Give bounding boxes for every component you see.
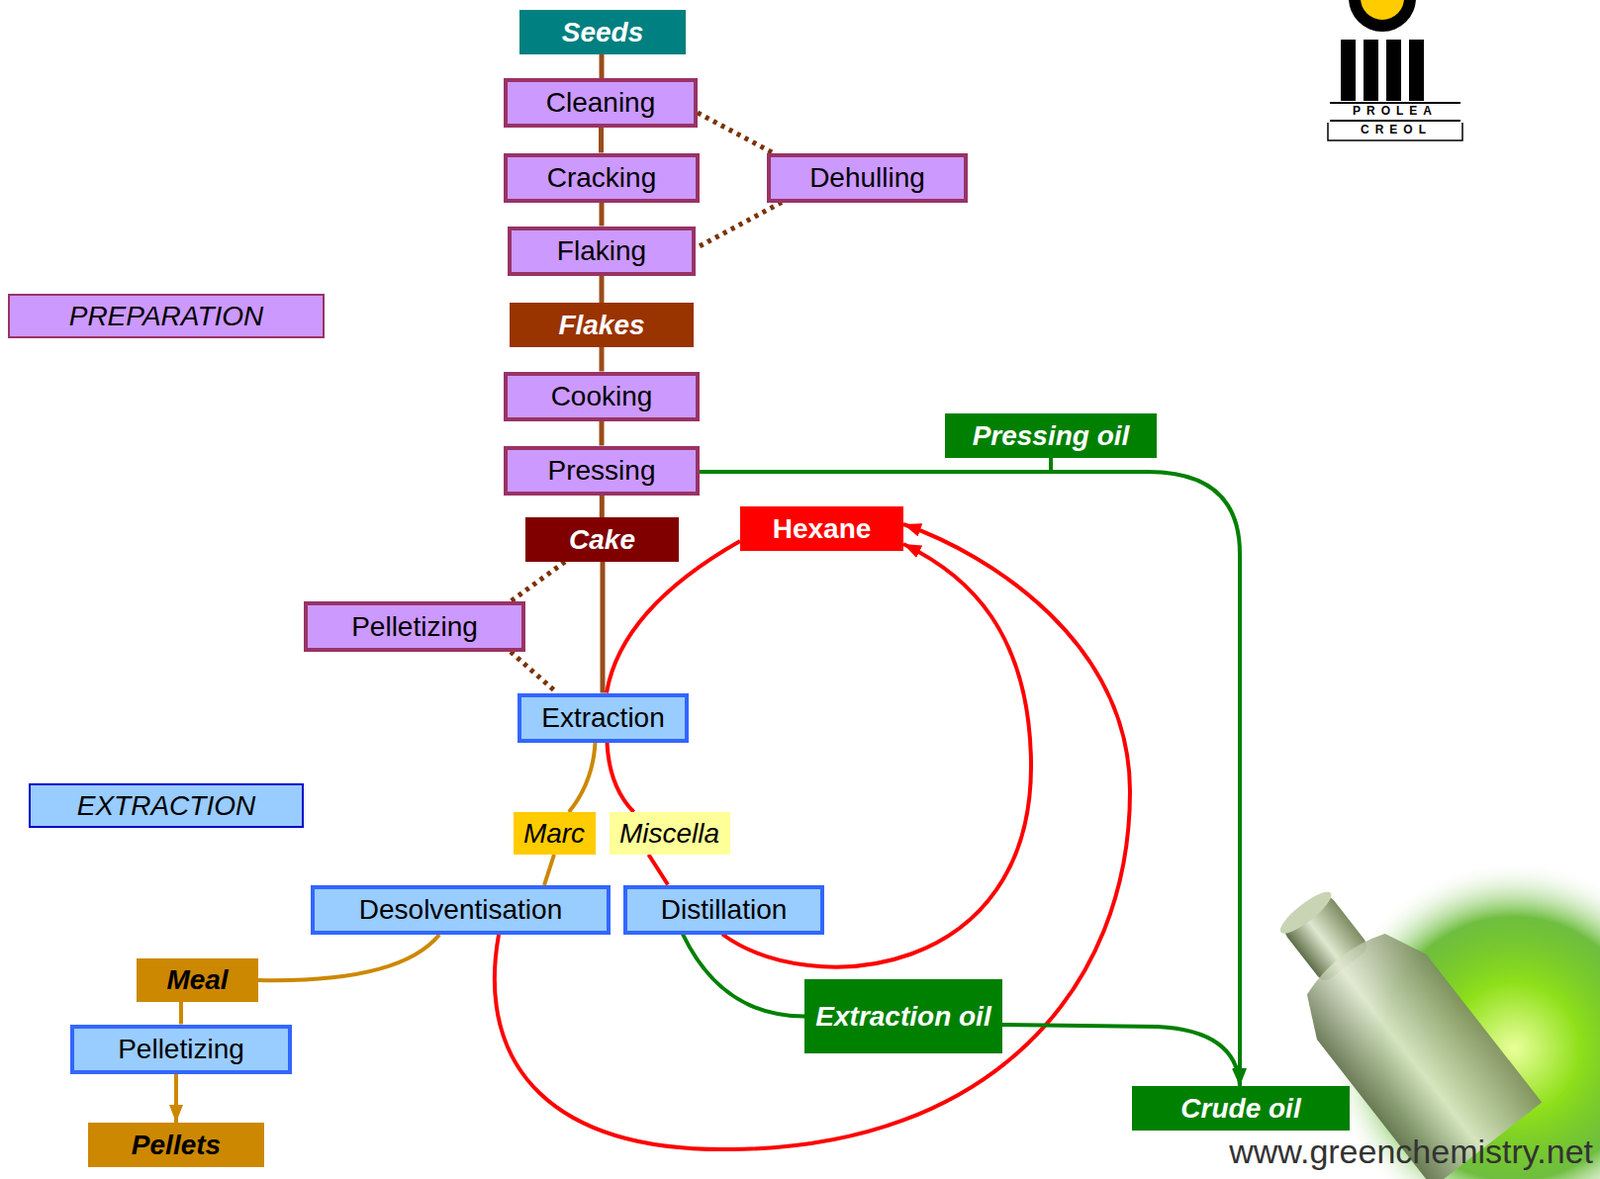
node-text: Pelletizing — [351, 610, 478, 645]
oil-bottle — [1245, 863, 1542, 1179]
flow-connector — [606, 541, 741, 694]
flow-connector — [607, 743, 635, 814]
flow-connector — [598, 127, 604, 154]
process-box: Dehulling — [766, 153, 968, 203]
node-text: Crude oil — [1180, 1092, 1301, 1127]
process-box: Cracking — [503, 153, 700, 203]
flow-connector — [568, 743, 596, 814]
flow-connector — [599, 202, 605, 227]
node-text: Distillation — [660, 893, 788, 928]
flow-connector — [494, 524, 1130, 1150]
logo — [1327, 0, 1463, 141]
process-box: Desolventisation — [310, 885, 611, 936]
flow-connector — [599, 54, 605, 79]
flow-connector — [699, 458, 1051, 472]
flow-connector — [599, 347, 605, 373]
logo-bar — [1409, 39, 1424, 101]
legend-swatch: PREPARATION — [7, 293, 325, 339]
flow-connector — [179, 1002, 184, 1026]
process-box: Pelletizing — [70, 1025, 292, 1075]
logo-text: CREOL — [1329, 123, 1463, 137]
legend-text: PREPARATION — [69, 299, 265, 334]
process-box: Cooking — [503, 372, 700, 422]
flow-connector — [695, 202, 782, 250]
process-box: Pressing — [503, 446, 700, 496]
node-text: Pelletizing — [117, 1033, 245, 1067]
process-box: Flaking — [507, 226, 696, 277]
node-text: Cleaning — [546, 86, 657, 120]
flow-connector — [697, 112, 773, 154]
node-text: Hexane — [772, 512, 872, 547]
solvent-label: Hexane — [740, 506, 904, 552]
node-text: Extraction oil — [815, 1000, 991, 1035]
bottle-rim — [1275, 886, 1337, 941]
node-text: Marc — [523, 817, 585, 851]
node-text: Miscella — [619, 817, 720, 851]
flow-connector — [258, 935, 440, 981]
logo-sun — [1360, 0, 1405, 20]
logo-text: PROLEA — [1329, 104, 1461, 118]
product-label: Seeds — [519, 9, 686, 55]
logo-ring — [1348, 0, 1416, 32]
flow-connector — [599, 421, 605, 447]
flow-connector — [599, 276, 605, 304]
product-label: Meal — [136, 958, 259, 1003]
process-box: Cleaning — [503, 78, 698, 128]
node-text: Cracking — [547, 161, 657, 195]
node-text: Pressing oil — [972, 419, 1130, 454]
node-text: Pressing — [548, 454, 657, 488]
logo-rule — [1329, 101, 1461, 104]
process-box: Distillation — [623, 885, 825, 936]
node-text: Extraction — [541, 701, 665, 736]
node-text: Flakes — [558, 308, 645, 343]
logo-bar — [1340, 39, 1356, 101]
product-label: Miscella — [609, 812, 731, 855]
product-label: Crude oil — [1131, 1086, 1350, 1131]
flow-connector — [1002, 1025, 1240, 1087]
flow-connector — [649, 854, 669, 886]
product-label: Flakes — [509, 302, 694, 348]
process-box: Pelletizing — [303, 601, 526, 653]
website-watermark: www.greenchemistry.net — [1207, 1133, 1594, 1171]
flow-connector — [510, 652, 558, 694]
node-text: Cooking — [551, 379, 654, 414]
node-text: Dehulling — [809, 161, 926, 195]
node-text: Seeds — [562, 15, 645, 50]
legend-swatch: EXTRACTION — [28, 783, 304, 829]
node-text: Flaking — [557, 234, 647, 269]
flow-connector — [510, 562, 565, 602]
flow-connector — [682, 935, 805, 1018]
legend-text: EXTRACTION — [77, 789, 256, 824]
logo-frame — [1327, 122, 1463, 141]
flow-connector — [600, 562, 606, 694]
node-text: Pellets — [131, 1129, 221, 1163]
logo-bar — [1386, 39, 1402, 101]
product-label: Marc — [513, 812, 596, 855]
product-label: Cake — [525, 517, 679, 563]
flow-connector — [174, 1074, 179, 1125]
product-label: Pellets — [88, 1123, 265, 1168]
node-text: Cake — [568, 523, 636, 558]
node-text: Meal — [166, 963, 228, 998]
logo-bar — [1363, 39, 1379, 101]
node-text: Desolventisation — [359, 893, 563, 928]
product-label: Extraction oil — [804, 979, 1003, 1054]
product-label: Pressing oil — [944, 413, 1157, 459]
flow-connector — [1050, 458, 1240, 1087]
process-box: Extraction — [517, 693, 689, 744]
logo-rule — [1329, 119, 1461, 122]
flow-connector — [544, 854, 555, 886]
flow-connector — [599, 495, 605, 519]
